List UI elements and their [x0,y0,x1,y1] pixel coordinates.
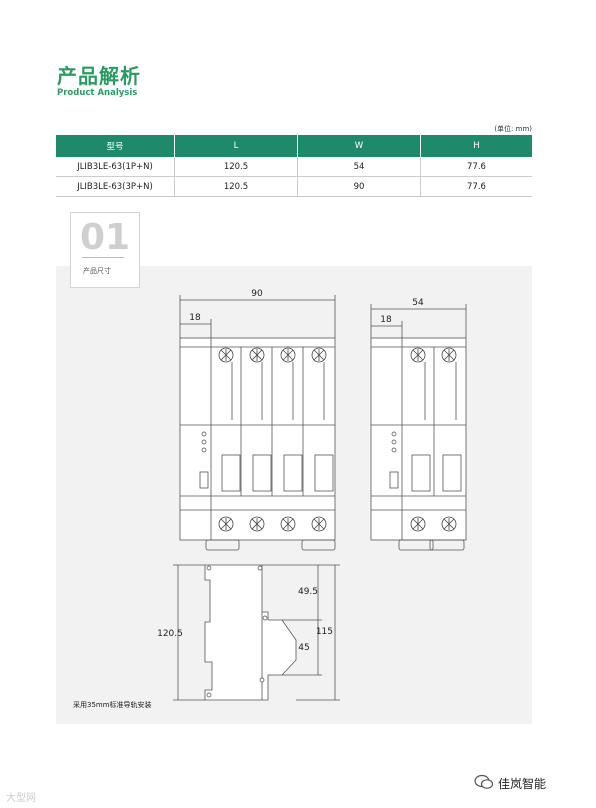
screw-icon [280,516,296,532]
table-cell: 77.6 [420,176,532,197]
dim-label: 120.5 [157,629,183,639]
page-title: 产品解析 [57,64,141,88]
dim-label: 18 [189,313,201,323]
screw-icon [311,347,327,363]
dim-label: 45 [298,643,309,653]
table-cell: JLIB3LE-63(1P+N) [56,157,175,177]
table-row: JLIB3LE-63(3P+N) 120.5 90 77.6 [56,176,532,197]
rail-note: 采用35mm标准导轨安装 [73,701,152,709]
column-header: H [420,135,532,157]
section-label: 产品尺寸 [83,267,111,275]
screw-icon [218,516,234,532]
screw-icon [218,347,234,363]
table-cell: 120.5 [174,157,298,177]
dim-label: 49.5 [298,587,318,597]
screw-icon [249,516,265,532]
screw-icon [410,347,426,363]
dimension-lines [173,295,467,701]
indicator-dot-icon [201,431,207,437]
side-dot-icon [257,565,263,571]
column-header: L [174,135,298,157]
section-divider [82,257,124,258]
dim-label: 18 [380,315,392,325]
table-cell: JLIB3LE-63(3P+N) [56,176,175,197]
section-number: 01 [80,217,131,258]
front-view-large [179,337,336,551]
wechat-icon [474,774,494,789]
indicator-dot-icon [201,447,207,453]
screw-icon [249,347,265,363]
indicator-dot-icon [391,431,397,437]
column-header: W [297,135,421,157]
column-header: 型号 [56,135,175,157]
side-view [204,564,297,701]
table-header-row: 型号 L W H [56,135,532,157]
watermark: 大型网 [6,793,36,804]
dim-label: 54 [412,298,424,308]
screw-icon [441,347,457,363]
indicator-dot-icon [391,439,397,445]
front-view-small [370,337,467,551]
side-dot-icon [262,615,268,621]
table-cell: 77.6 [420,157,532,177]
side-dot-icon [206,565,212,571]
screw-icon [410,516,426,532]
indicator-dot-icon [201,439,207,445]
table-row: JLIB3LE-63(1P+N) 120.5 54 77.6 [56,157,532,177]
unit-note: (单位: mm) [494,125,532,133]
table-cell: 120.5 [174,176,298,197]
table-cell: 54 [297,157,421,177]
page-subtitle: Product Analysis [57,88,138,98]
table-cell: 90 [297,176,421,197]
spec-table: 型号 L W H JLIB3LE-63(1P+N) 120.5 54 77.6 … [56,135,532,197]
dim-label: 115 [316,627,333,637]
screw-icon [280,347,296,363]
screw-icon [311,516,327,532]
section-number-box [70,212,140,288]
screw-icon [441,516,457,532]
dim-label: 90 [251,289,263,299]
side-dot-icon [259,677,265,683]
brand-name: 佳岚智能 [498,777,547,791]
side-dot-icon [206,692,212,698]
indicator-dot-icon [391,447,397,453]
